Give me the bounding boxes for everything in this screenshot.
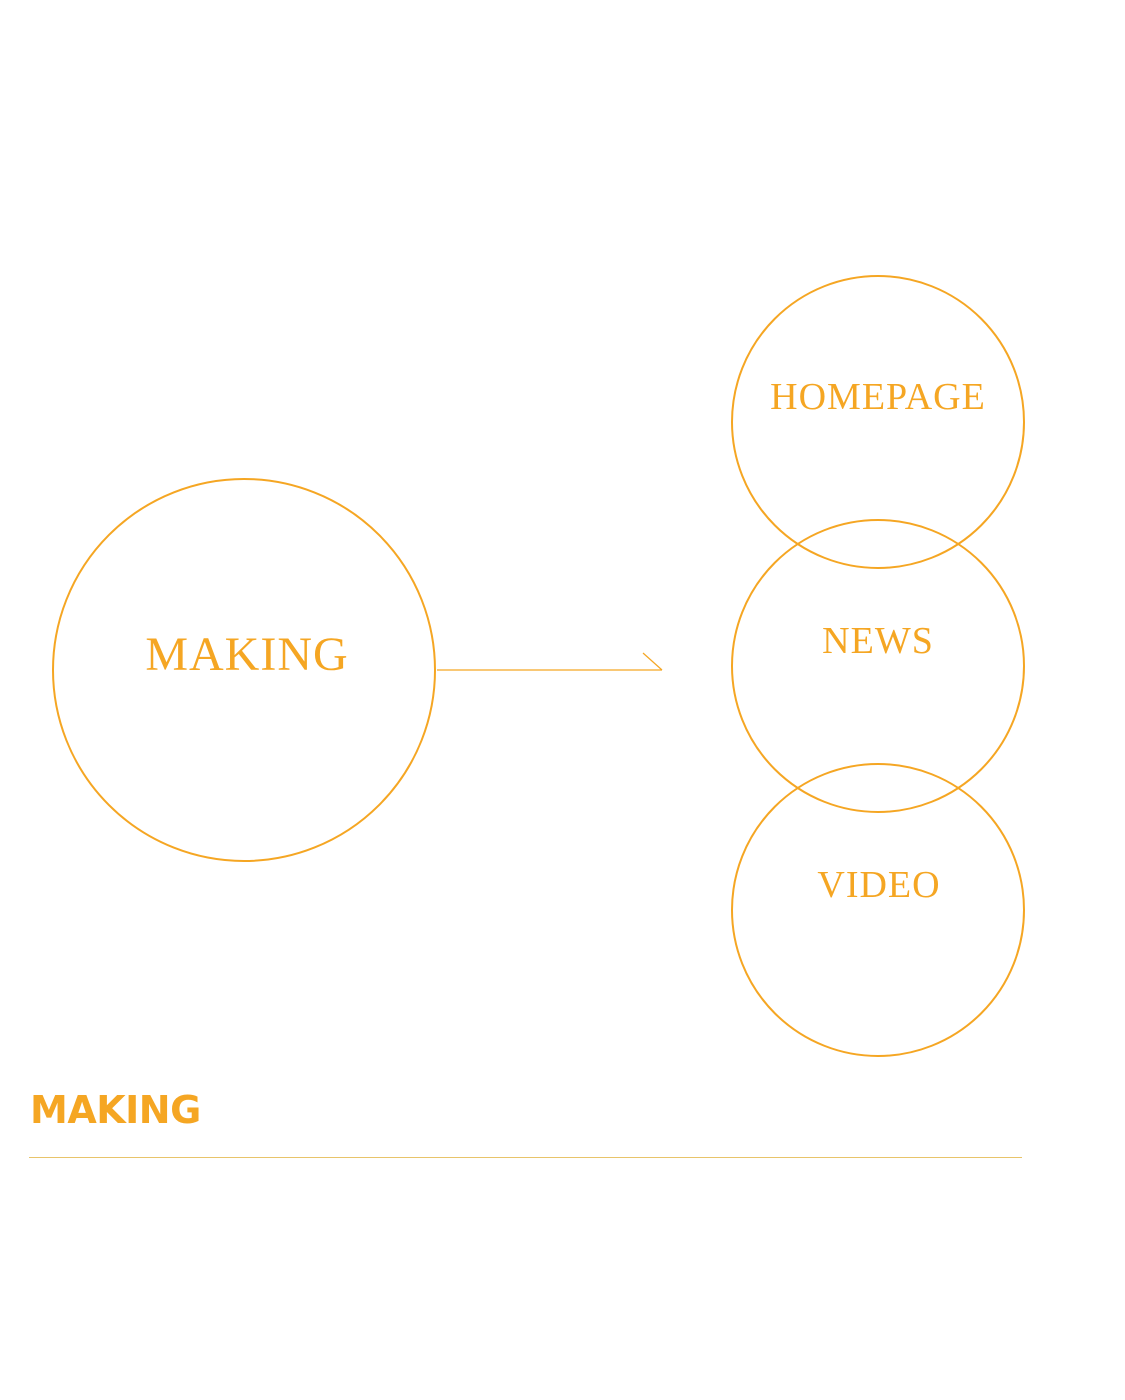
target-circle-homepage — [731, 275, 1025, 569]
target-circle-video — [731, 763, 1025, 1057]
section-title: MAKING — [30, 1088, 201, 1132]
making-diagram: MAKING HOMEPAGE NEWS VIDEO — [52, 275, 1025, 1057]
source-label: MAKING — [145, 628, 348, 681]
target-node-homepage: HOMEPAGE — [731, 275, 1025, 569]
arrow-connector — [437, 652, 663, 671]
target-node-news: NEWS — [731, 519, 1025, 813]
source-circle — [52, 478, 436, 862]
target-label-homepage: HOMEPAGE — [770, 376, 986, 418]
arrow-head — [642, 652, 663, 671]
target-circle-news — [731, 519, 1025, 813]
target-node-video: VIDEO — [731, 763, 1025, 1057]
target-label-video: VIDEO — [817, 864, 940, 906]
target-label-news: NEWS — [822, 620, 934, 662]
section-divider — [29, 1157, 1022, 1158]
source-node: MAKING — [52, 478, 436, 862]
